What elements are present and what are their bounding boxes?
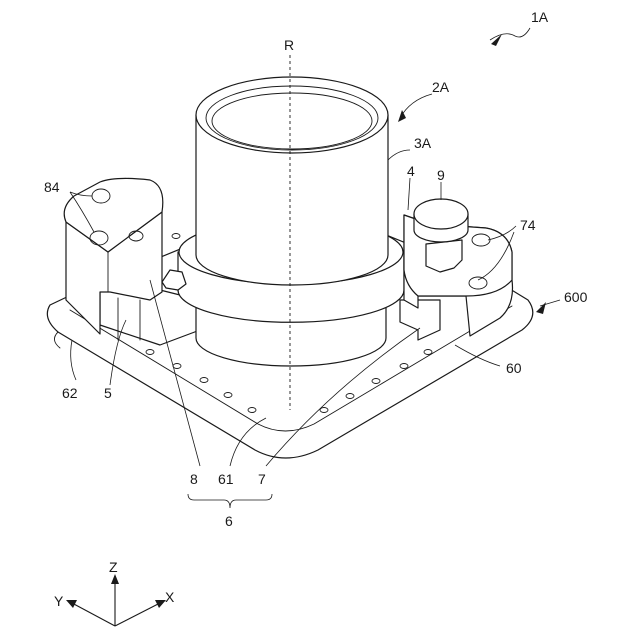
y-arrowhead (66, 600, 77, 608)
label-1A: 1A (531, 9, 549, 25)
assembly-arrow (491, 34, 502, 46)
axis-label-y: Y (54, 593, 64, 609)
label-84: 84 (44, 179, 60, 195)
label-61: 61 (218, 471, 234, 487)
label-600: 600 (564, 289, 588, 305)
label-9: 9 (437, 167, 445, 183)
z-arrowhead (111, 574, 119, 584)
axis-label-x: X (165, 589, 175, 605)
x-axis (115, 603, 160, 626)
y-axis (72, 603, 115, 626)
label-4: 4 (407, 163, 415, 179)
label-5: 5 (104, 385, 112, 401)
coordinate-axes: Z Y X (54, 559, 175, 626)
lens-cylinder (196, 77, 388, 285)
label-R: R (284, 37, 294, 53)
label-2A: 2A (432, 79, 450, 95)
label-60: 60 (506, 360, 522, 376)
label-62: 62 (62, 385, 78, 401)
callout-arrow-2A (398, 110, 406, 122)
label-3A: 3A (414, 135, 432, 151)
label-6: 6 (225, 513, 233, 529)
label-74: 74 (520, 217, 536, 233)
callout-arrow-600 (536, 302, 546, 314)
plate-hole (172, 234, 180, 239)
label-7: 7 (258, 471, 266, 487)
axis-label-z: Z (109, 559, 118, 575)
label-8: 8 (190, 471, 198, 487)
